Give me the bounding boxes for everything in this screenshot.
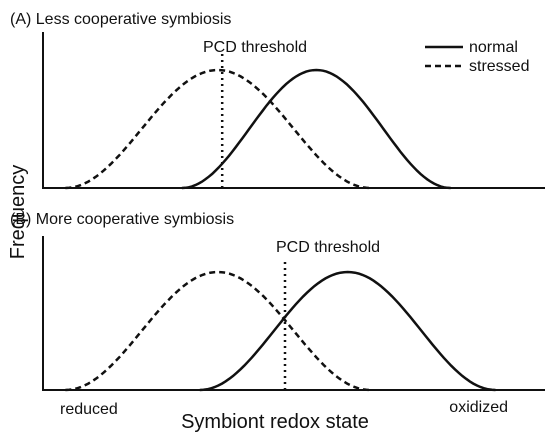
panel-b-stressed-line	[65, 270, 371, 392]
x-axis-label: Symbiont redox state	[181, 411, 369, 433]
x-right-label: oxidized	[449, 399, 508, 416]
x-left-label: reduced	[60, 401, 118, 418]
panel-a-stressed-line	[65, 68, 371, 190]
panel-a-title: (A) Less cooperative symbiosis	[10, 11, 231, 28]
panel-b-title: (B) More cooperative symbiosis	[10, 211, 234, 228]
panel-a-threshold-label: PCD threshold	[203, 39, 307, 56]
legend-normal-label: normal	[469, 39, 518, 56]
panel-b-threshold-label: PCD threshold	[276, 239, 380, 256]
panel-a-normal-line	[181, 68, 451, 190]
panel-b: (B) More cooperative symbiosis PCD thres…	[10, 211, 545, 392]
panel-a: (A) Less cooperative symbiosis PCD thres…	[10, 11, 545, 190]
legend-stressed-label: stressed	[469, 58, 529, 75]
y-axis-label: Frequency	[7, 165, 29, 260]
panel-b-normal-line	[199, 270, 496, 392]
legend: normal stressed	[425, 39, 529, 75]
